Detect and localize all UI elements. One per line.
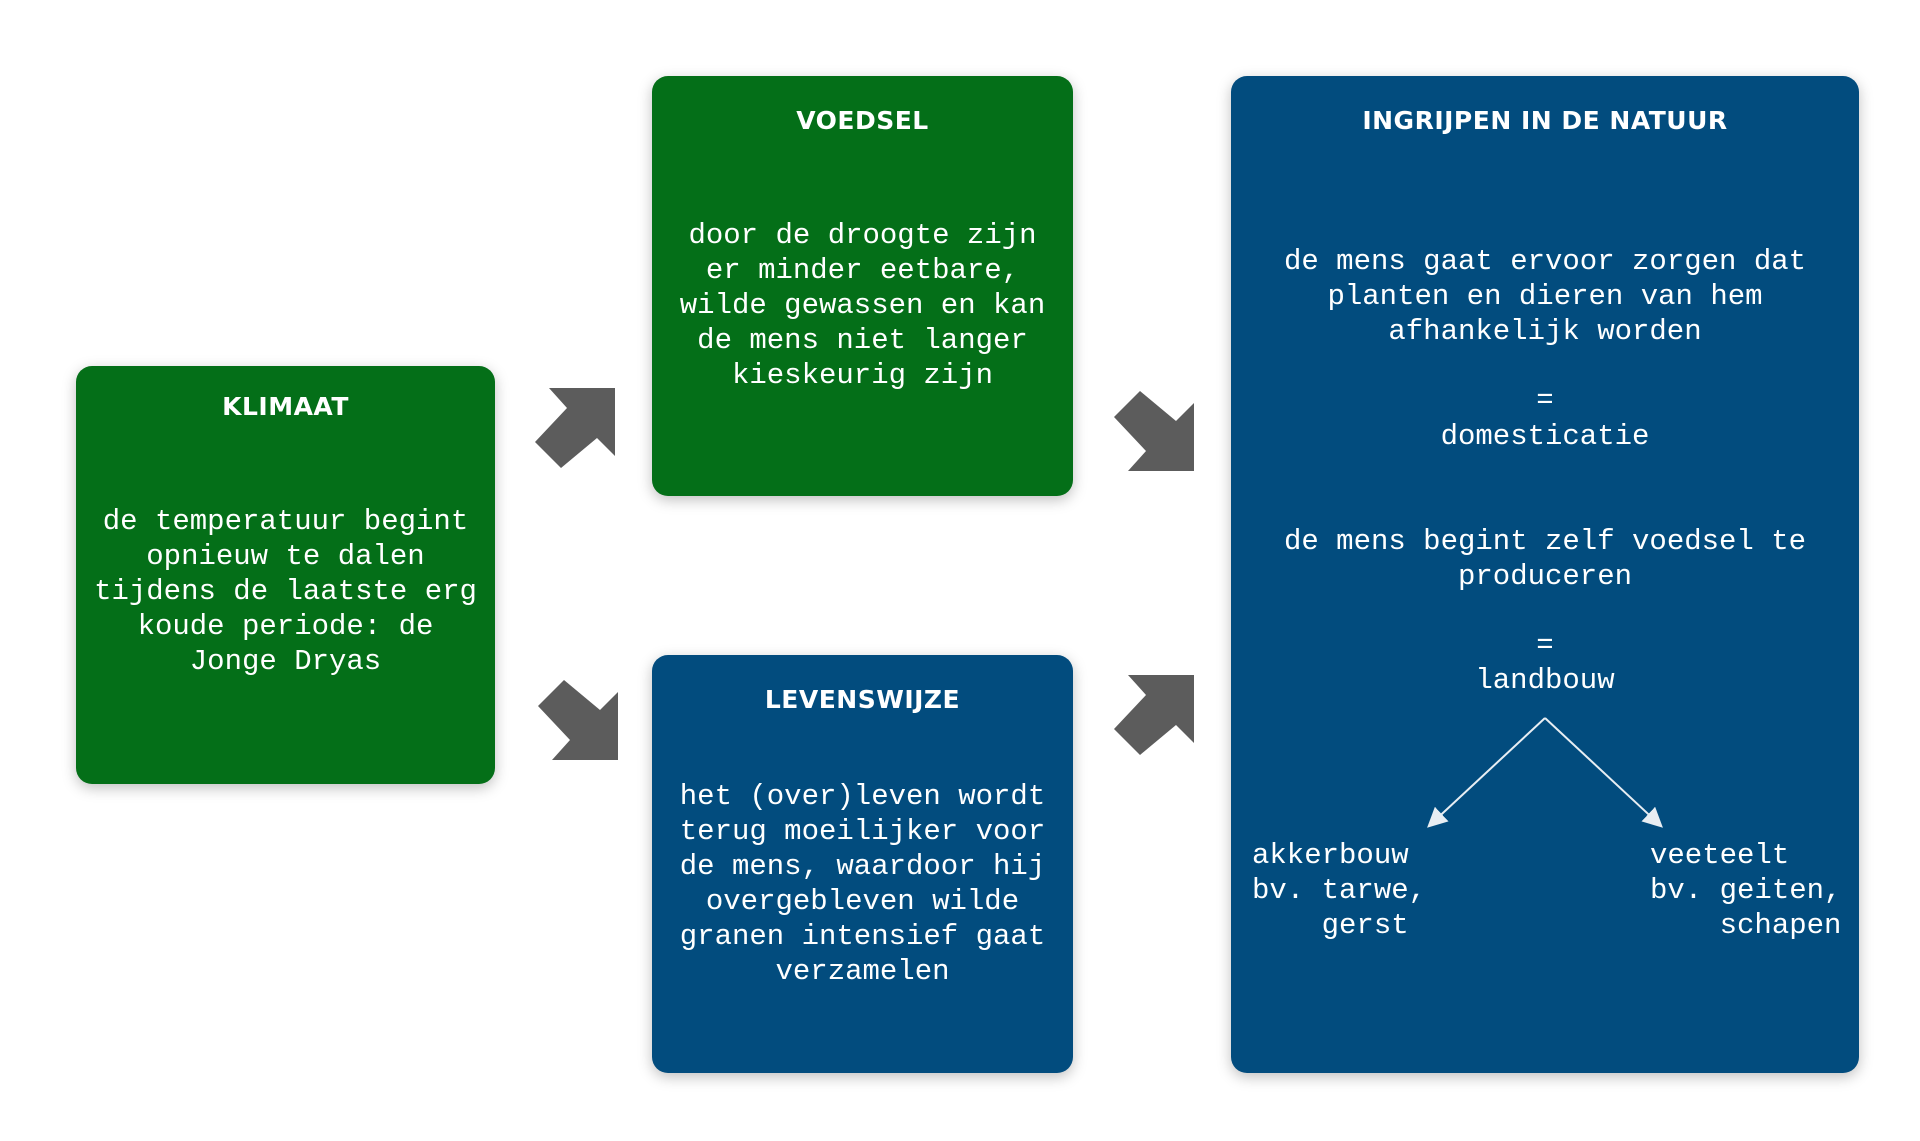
ingrijpen-text-2: de mens begint zelf voedsel te producere… bbox=[1283, 525, 1807, 593]
branch-veeteelt: veeteelt bv. geiten, schapen bbox=[1650, 839, 1842, 942]
klimaat-text: de temperatuur begint opnieuw te dalen t… bbox=[94, 505, 477, 678]
arrow-down-right-icon bbox=[538, 680, 618, 760]
voedsel-text: door de droogte zijn er minder eetbare, … bbox=[679, 219, 1046, 392]
branch-akkerbouw: akkerbouw bv. tarwe, gerst bbox=[1252, 839, 1427, 942]
term-domesticatie: domesticatie bbox=[1440, 420, 1650, 453]
levenswijze-box: LEVENSWIJZE het (over)leven wordt terug … bbox=[652, 655, 1073, 1073]
equals-sign-2: = bbox=[1536, 629, 1554, 662]
klimaat-box: KLIMAAT de temperatuur begint opnieuw te… bbox=[76, 366, 495, 784]
arrow-up-right-icon bbox=[535, 388, 615, 468]
branch-arrows bbox=[1427, 717, 1663, 828]
voedsel-box: VOEDSEL door de droogte zijn er minder e… bbox=[652, 76, 1073, 496]
levenswijze-title: LEVENSWIJZE bbox=[764, 685, 961, 714]
levenswijze-text: het (over)leven wordt terug moeilijker v… bbox=[679, 780, 1046, 988]
term-landbouw: landbouw bbox=[1475, 664, 1615, 697]
ingrijpen-text-1: de mens gaat ervoor zorgen dat planten e… bbox=[1283, 245, 1807, 348]
arrow-to-akkerbouw bbox=[1427, 717, 1546, 828]
arrow-down-right-icon bbox=[1114, 391, 1194, 471]
arrow-to-veeteelt bbox=[1544, 717, 1663, 828]
ingrijpen-title: INGRIJPEN IN DE NATUUR bbox=[1362, 106, 1728, 135]
ingrijpen-box: INGRIJPEN IN DE NATUUR de mens gaat ervo… bbox=[1231, 76, 1859, 1073]
klimaat-title: KLIMAAT bbox=[222, 392, 349, 421]
voedsel-title: VOEDSEL bbox=[796, 106, 929, 135]
equals-sign-1: = bbox=[1536, 384, 1554, 417]
arrow-up-right-icon bbox=[1114, 675, 1194, 755]
